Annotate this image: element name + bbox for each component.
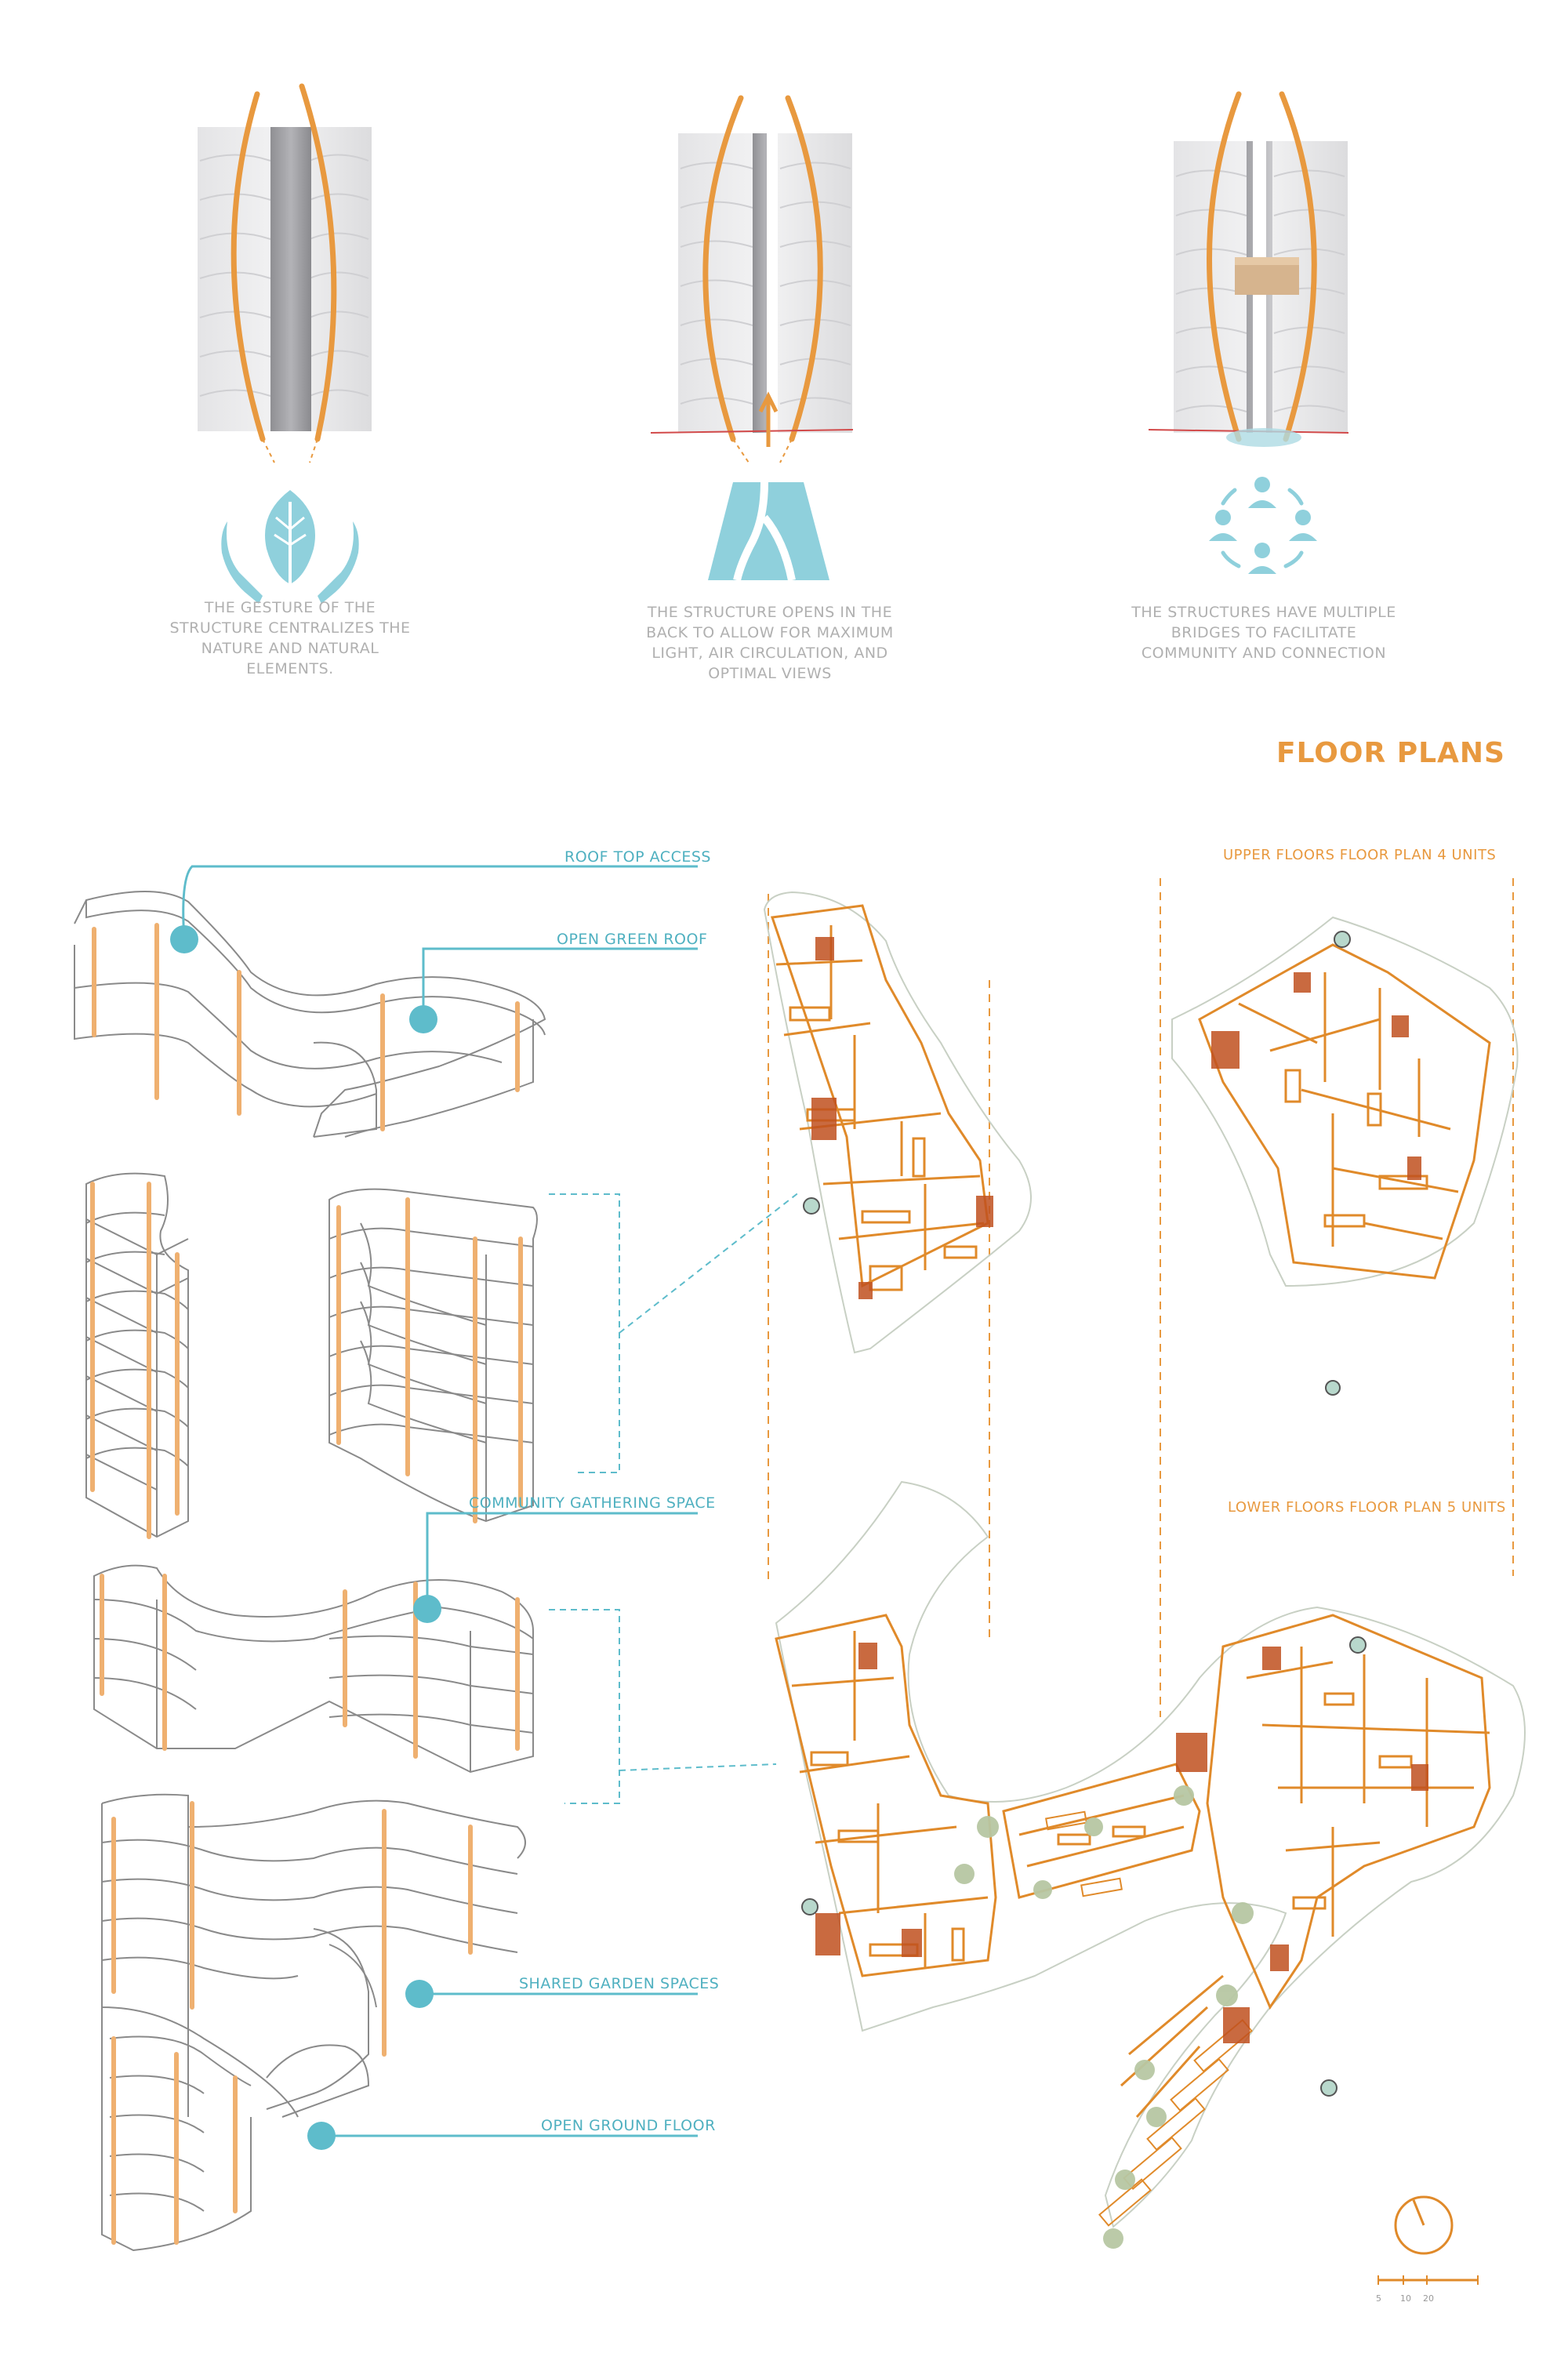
lower-plan	[775, 1480, 1526, 2249]
callout-community-gathering-space: COMMUNITY GATHERING SPACE	[469, 1494, 716, 1512]
callout-dot-garden	[405, 1980, 434, 2008]
floor-plans-title: FLOOR PLANS	[1276, 737, 1505, 769]
scale-tick-10: 10	[1400, 2293, 1411, 2304]
callout-markers	[170, 865, 698, 2150]
lower-floors-plan-label: LOWER FLOORS FLOOR PLAN 5 UNITS	[1228, 1499, 1506, 1516]
scale-tick-20: 20	[1423, 2293, 1434, 2304]
section-marker-icon	[801, 1898, 818, 1915]
concept-2-caption: The structure opens in the back to allow…	[646, 604, 894, 682]
callout-dot-green-roof	[409, 1005, 437, 1033]
callout-shared-garden-spaces: SHARED GARDEN SPACES	[519, 1975, 720, 1992]
callout-roof-top-access: ROOF TOP ACCESS	[564, 848, 711, 866]
concept-3-caption: The structures have multiple bridges to …	[1131, 604, 1396, 662]
concept-3-massing	[1148, 91, 1349, 447]
callout-open-green-roof: OPEN GREEN ROOF	[557, 931, 708, 948]
scale-bar: 5 10 20	[1376, 2275, 1479, 2304]
garden-levels-stack	[101, 1793, 526, 2252]
section-marker-icon	[1320, 2079, 1338, 2097]
leaf-in-hands-icon	[221, 490, 359, 604]
callout-dot-community	[413, 1595, 441, 1623]
north-arrow-icon	[1394, 2195, 1454, 2255]
section-marker-icon	[1334, 931, 1351, 948]
section-marker-icon	[1325, 1380, 1341, 1396]
upper-floors-plan-label: UPPER FLOORS FLOOR PLAN 4 UNITS	[1223, 847, 1497, 863]
callout-open-ground-floor: OPEN GROUND FLOOR	[541, 2117, 716, 2134]
opening-path-icon	[708, 481, 829, 582]
roof-slab-diagram	[74, 891, 546, 1138]
tree-icons	[954, 1785, 1254, 2249]
scale-tick-5: 5	[1376, 2293, 1381, 2304]
community-circle-icon	[1209, 477, 1317, 574]
concept-1-massing	[198, 83, 372, 463]
concept-2-massing	[650, 95, 854, 463]
callout-dot-ground-floor	[307, 2122, 336, 2150]
section-marker-icon	[803, 1197, 820, 1215]
section-marker-icon	[1349, 1636, 1367, 1654]
plan-guide-lines	[768, 878, 1514, 1717]
upper-plan-left	[763, 891, 1032, 1354]
callout-dot-roof-access	[170, 925, 198, 953]
upper-plan-right	[1171, 916, 1519, 1396]
structural-columns	[90, 923, 523, 2245]
dashed-connectors	[549, 1191, 800, 1804]
concept-1-caption: The gesture of the structure centralizes…	[169, 599, 411, 677]
